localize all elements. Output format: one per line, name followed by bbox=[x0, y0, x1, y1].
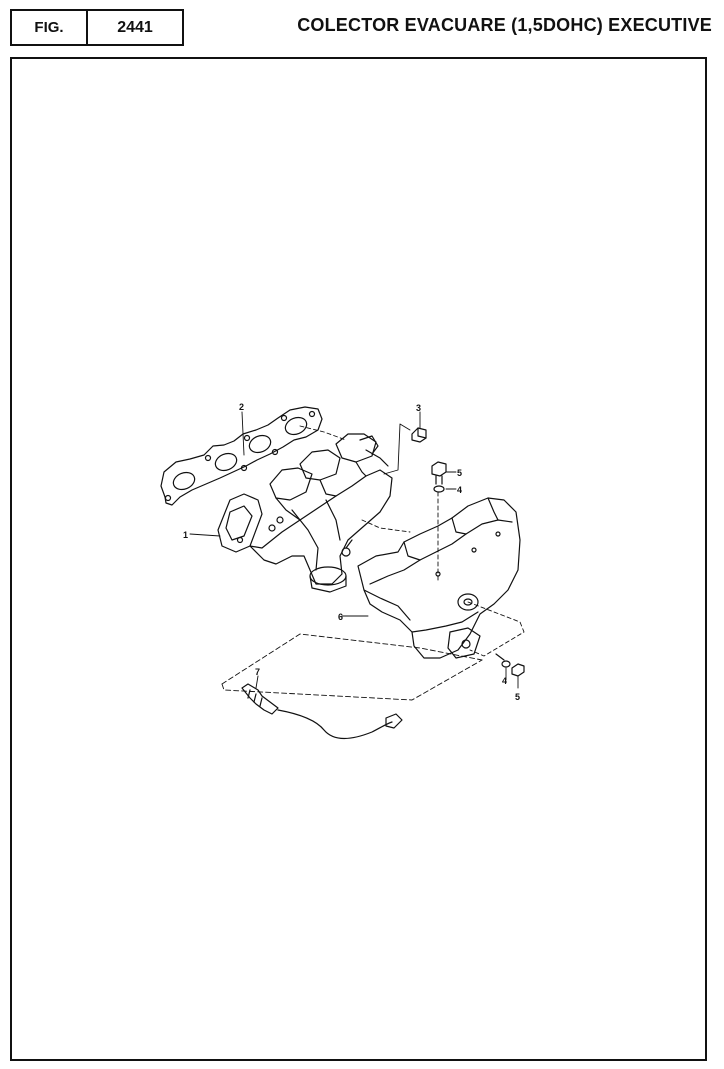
fig-number: 2441 bbox=[117, 18, 153, 36]
callout-5-upper: 5 bbox=[457, 468, 462, 478]
exhaust-manifold-part bbox=[217, 433, 393, 593]
bolt-washer-lower-part bbox=[495, 653, 525, 677]
fig-number-box: 2441 bbox=[88, 9, 184, 46]
callout-5-lower: 5 bbox=[515, 692, 520, 702]
fig-label: FIG. bbox=[34, 19, 64, 36]
fig-label-box: FIG. bbox=[10, 9, 88, 46]
callout-3: 3 bbox=[416, 403, 421, 413]
nut-part bbox=[411, 427, 427, 443]
heat-shield-part bbox=[357, 497, 521, 659]
callout-7: 7 bbox=[255, 667, 260, 677]
page-title: COLECTOR EVACUARE (1,5DOHC) EXECUTIVE bbox=[297, 15, 712, 35]
gasket-part bbox=[160, 406, 323, 506]
leader-lines bbox=[189, 411, 525, 701]
bolt-washer-upper-part bbox=[431, 461, 447, 493]
drawing-frame bbox=[10, 57, 707, 1061]
callout-4-lower: 4 bbox=[502, 676, 507, 686]
callout-4-upper: 4 bbox=[457, 485, 462, 495]
callout-6: 6 bbox=[338, 612, 343, 622]
callout-2: 2 bbox=[239, 402, 244, 412]
callout-1: 1 bbox=[183, 530, 188, 540]
